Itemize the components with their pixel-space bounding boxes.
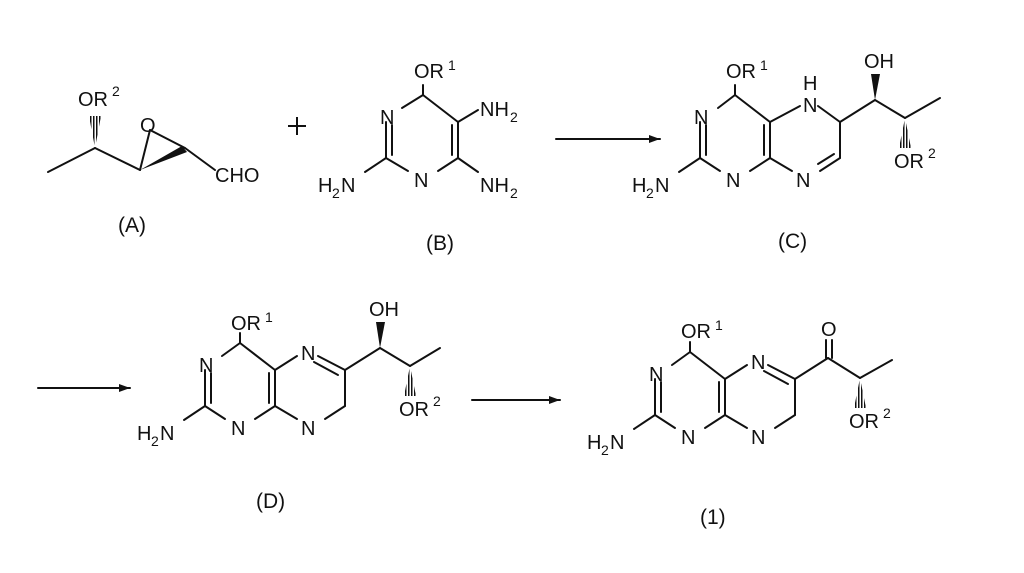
atom-d-n8: N bbox=[301, 418, 315, 440]
hashed-bond-d-or2 bbox=[404, 366, 416, 396]
wedge-bond-d-oh bbox=[376, 322, 385, 348]
atom-b-n1: N bbox=[380, 107, 394, 129]
atom-b-nh-top: NH bbox=[480, 99, 509, 121]
wedge-bond-c-oh bbox=[871, 74, 880, 100]
compound-1: OR 1 N N N N O OR 2 H 2 N (1) bbox=[587, 317, 893, 529]
compound-d: OR 1 N N N N OH OR 2 H 2 N (D) bbox=[137, 299, 441, 513]
atom-1-n1: N bbox=[649, 364, 663, 386]
atom-d-n5: N bbox=[301, 343, 315, 365]
atom-a-or: OR bbox=[78, 89, 108, 111]
wedge-bond-a-epoxide bbox=[140, 146, 187, 170]
sup-1-r1: 1 bbox=[715, 317, 723, 333]
atom-c-or: OR bbox=[726, 61, 756, 83]
atom-b-h: H bbox=[318, 175, 332, 197]
atom-1-or: OR bbox=[681, 321, 711, 343]
atom-1-n3: N bbox=[681, 427, 695, 449]
label-b: (B) bbox=[426, 232, 454, 255]
sup-b-r1: 1 bbox=[448, 57, 456, 73]
sup-1-r2: 2 bbox=[883, 405, 891, 421]
sub-b-nh-bottom: 2 bbox=[510, 185, 518, 201]
atom-1-n5: N bbox=[751, 352, 765, 374]
atom-b-or: OR bbox=[414, 61, 444, 83]
label-a: (A) bbox=[118, 214, 146, 237]
sub-c-h2: 2 bbox=[646, 185, 654, 201]
atom-c-n5: N bbox=[803, 95, 817, 117]
atom-b-n3: N bbox=[414, 170, 428, 192]
hashed-bond-a-or2 bbox=[89, 116, 101, 148]
sub-1-h2: 2 bbox=[601, 442, 609, 458]
atom-c-oh: OH bbox=[864, 51, 894, 73]
sup-c-r1: 1 bbox=[760, 57, 768, 73]
plus-sign bbox=[288, 117, 306, 135]
atom-d-h: H bbox=[137, 423, 151, 445]
label-c: (C) bbox=[778, 230, 807, 253]
hashed-bond-c-or2 bbox=[899, 118, 911, 148]
compound-b: OR 1 N N NH 2 NH 2 H 2 N (B) bbox=[318, 57, 518, 255]
compound-a: OR 2 O CHO (A) bbox=[47, 83, 259, 237]
atom-c-n8: N bbox=[796, 170, 810, 192]
atom-1-or2: OR bbox=[849, 411, 879, 433]
atom-d-n3: N bbox=[231, 418, 245, 440]
atom-d-oh: OH bbox=[369, 299, 399, 321]
atom-c-n1: N bbox=[694, 107, 708, 129]
atom-a-epoxide-o: O bbox=[140, 115, 156, 137]
sup-c-r2: 2 bbox=[928, 145, 936, 161]
atom-d-or: OR bbox=[231, 313, 261, 335]
sub-d-h2: 2 bbox=[151, 433, 159, 449]
sub-b-h2: 2 bbox=[332, 185, 340, 201]
sup-a-r2: 2 bbox=[112, 83, 120, 99]
atom-1-n8: N bbox=[751, 427, 765, 449]
atom-1-n-amine: N bbox=[610, 432, 624, 454]
sup-d-r1: 1 bbox=[265, 309, 273, 325]
atom-c-h: H bbox=[803, 73, 817, 95]
label-1: (1) bbox=[700, 506, 726, 529]
sup-d-r2: 2 bbox=[433, 393, 441, 409]
atom-b-n-amine: N bbox=[341, 175, 355, 197]
compound-c: OR 1 N N N H N OH OR 2 H 2 N (C) bbox=[632, 51, 941, 253]
label-d: (D) bbox=[256, 490, 285, 513]
atom-c-n3: N bbox=[726, 170, 740, 192]
atom-1-ketone-o: O bbox=[821, 319, 837, 341]
hashed-bond-1-or2 bbox=[854, 378, 866, 408]
atom-c-h: H bbox=[632, 175, 646, 197]
atom-c-or2: OR bbox=[894, 151, 924, 173]
atom-d-n1: N bbox=[199, 355, 213, 377]
atom-c-n-amine: N bbox=[655, 175, 669, 197]
atom-1-h: H bbox=[587, 432, 601, 454]
atom-b-nh-bottom: NH bbox=[480, 175, 509, 197]
atom-d-n-amine: N bbox=[160, 423, 174, 445]
sub-b-nh-top: 2 bbox=[510, 109, 518, 125]
atom-a-cho: CHO bbox=[215, 165, 259, 187]
atom-d-or2: OR bbox=[399, 399, 429, 421]
